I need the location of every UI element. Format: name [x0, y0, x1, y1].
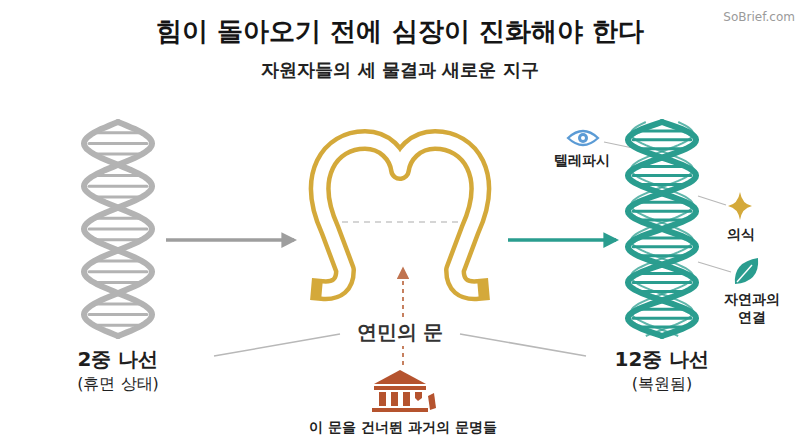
icon-label: 자연과의 연결: [715, 290, 789, 326]
compassion-gate: 연민의 문: [300, 125, 500, 305]
node-label-group: 12중 나선(복원됨): [615, 346, 710, 395]
node-title: 2중 나선: [77, 346, 159, 373]
icon-label: 의식: [727, 226, 755, 244]
icon-label: 텔레파시: [554, 152, 610, 170]
connector-arrow: [166, 238, 294, 242]
leader-line: [698, 262, 731, 272]
node-subtitle: (복원됨): [615, 373, 710, 395]
temple-icon-shape: [370, 368, 436, 412]
connector-arrow: [402, 269, 404, 365]
node-label-group: 이 문을 건너뛴 과거의 문명들: [309, 418, 497, 437]
diagram-title: 힘이 돌아오기 전에 심장이 진화해야 한다: [0, 14, 800, 49]
connector-arrow: [508, 238, 616, 242]
temple-icon: 이 문을 건너뛴 과거의 문명들: [370, 368, 436, 412]
leader-line: [214, 334, 340, 356]
restored-helix-shape: [622, 118, 702, 340]
dormant-helix-shape: [78, 118, 158, 340]
star-icon: [728, 192, 752, 220]
node-title: 12중 나선: [615, 346, 710, 373]
leader-line: [698, 196, 726, 205]
node-title: 연민의 문: [351, 319, 450, 346]
diagram-subtitle: 자원자들의 세 물결과 새로운 지구: [0, 58, 800, 82]
leader-line: [460, 334, 586, 356]
node-label-group: 연민의 문: [351, 319, 450, 346]
leaf-icon: [735, 258, 758, 284]
eye-icon: [568, 131, 598, 145]
node-label-group: 2중 나선(휴면 상태): [77, 346, 159, 395]
compassion-gate-shape: [300, 125, 500, 305]
watermark: SoBrief.com: [723, 10, 795, 24]
node-subtitle: (휴면 상태): [77, 373, 159, 395]
dormant-helix: 2중 나선(휴면 상태): [78, 118, 158, 340]
node-title: 이 문을 건너뛴 과거의 문명들: [309, 418, 497, 437]
restored-helix: 12중 나선(복원됨): [622, 118, 702, 340]
